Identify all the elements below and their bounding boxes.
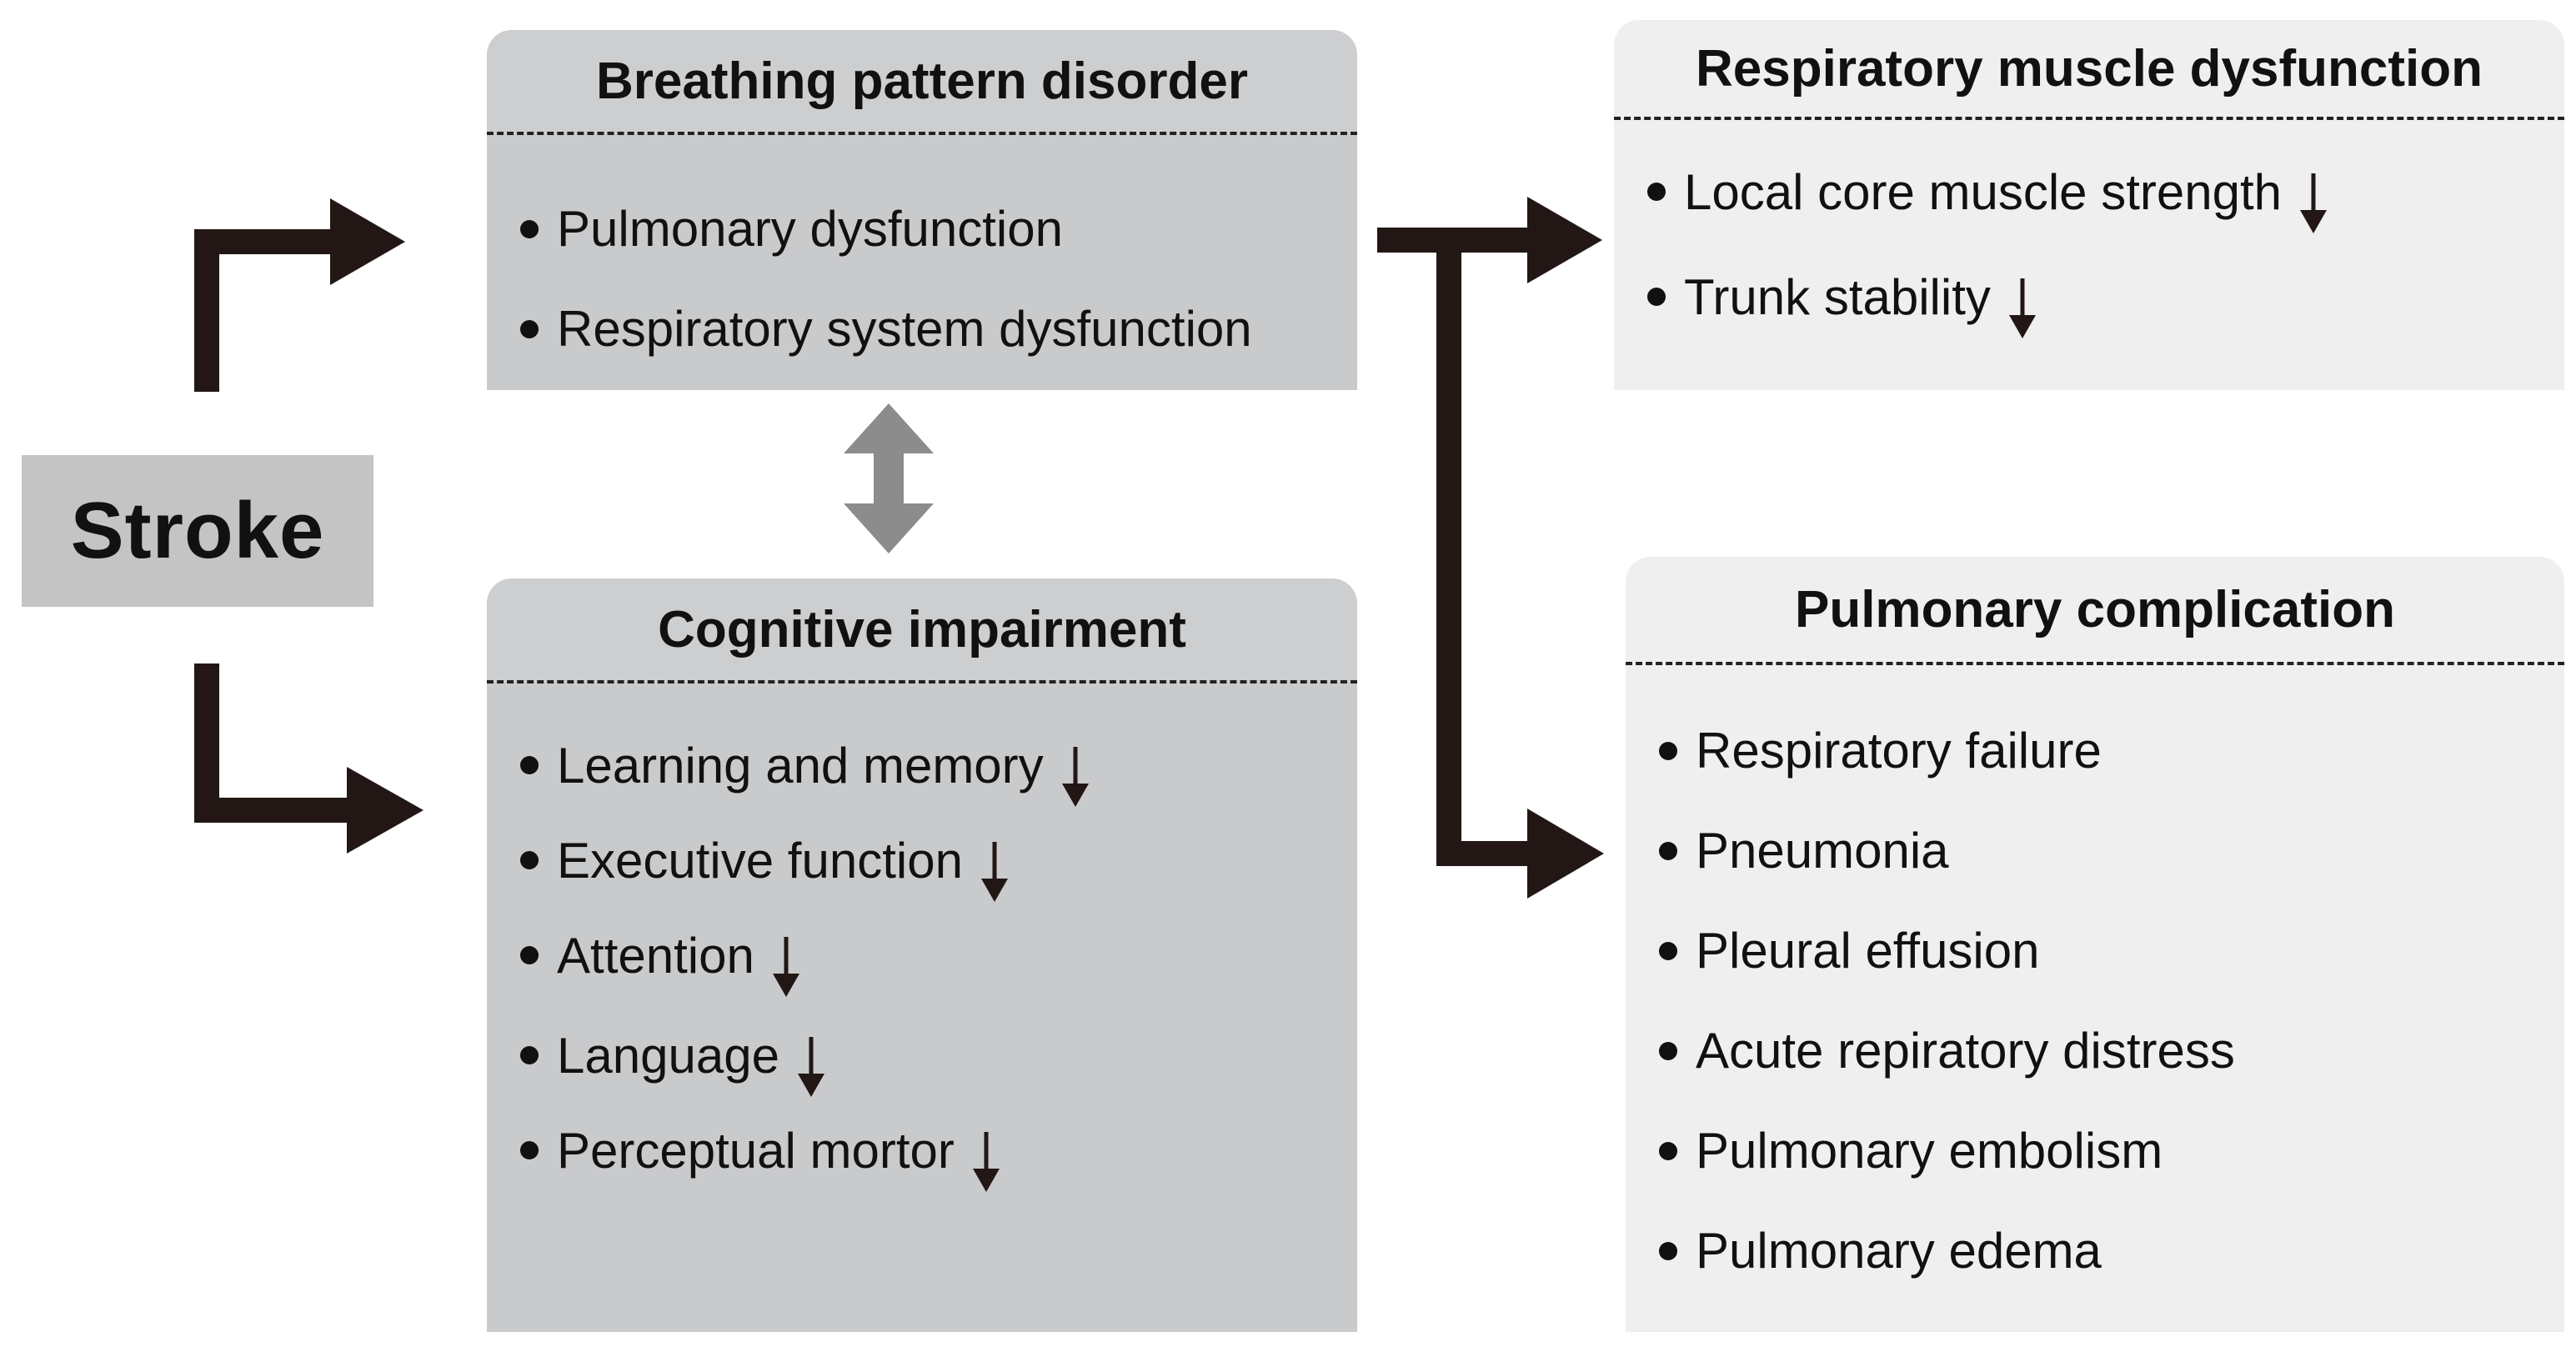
down-arrow-icon	[797, 1037, 824, 1097]
respiratory-muscle-title-text: Respiratory muscle dysfunction	[1695, 39, 2483, 98]
list-item-label: Pulmonary edema	[1696, 1223, 2102, 1279]
list-item-label: Pulmonary embolism	[1696, 1123, 2163, 1179]
breathing-pattern-title: Breathing pattern disorder	[487, 30, 1357, 135]
bullet-icon	[1659, 841, 1677, 860]
respiratory-muscle-title: Respiratory muscle dysfunction	[1614, 20, 2564, 120]
cognitive-impairment-title: Cognitive impairment	[487, 578, 1357, 684]
down-arrow-icon	[980, 842, 1008, 902]
list-item: Acute repiratory distress	[1659, 1022, 2235, 1079]
down-arrow-icon	[972, 1132, 1000, 1192]
bidirectional-arrow	[844, 403, 934, 553]
bullet-icon	[1659, 741, 1677, 760]
list-item: Attention	[520, 925, 803, 997]
bullet-icon	[520, 219, 539, 238]
bullet-icon	[1659, 1141, 1677, 1160]
down-arrow-icon	[772, 937, 799, 997]
list-item-label: Pulmonary dysfunction	[557, 201, 1063, 257]
list-item: Pleural effusion	[1659, 922, 2040, 979]
list-item-label: Language	[557, 1027, 779, 1084]
cognitive-impairment-title-text: Cognitive impairment	[658, 600, 1186, 658]
list-item: Pulmonary embolism	[1659, 1122, 2163, 1179]
bullet-icon	[520, 319, 539, 338]
bullet-icon	[520, 1141, 539, 1159]
list-item: Learning and memory	[520, 735, 1092, 807]
bullet-icon	[1647, 288, 1666, 306]
list-item-label: Pneumonia	[1696, 823, 1949, 879]
list-item-label: Local core muscle strength	[1684, 163, 2283, 220]
down-arrow-icon	[2300, 173, 2328, 233]
list-item: Local core muscle strength	[1647, 162, 2330, 233]
bullet-icon	[1659, 1041, 1677, 1060]
down-arrow-icon	[1061, 747, 1089, 807]
list-item: Pulmonary edema	[1659, 1222, 2102, 1279]
arrowhead-cognitive	[347, 767, 423, 854]
list-item: Respiratory failure	[1659, 722, 2102, 779]
list-item-label: Respiratory system dysfunction	[557, 301, 1252, 357]
pulmonary-complication-title: Pulmonary complication	[1626, 557, 2564, 665]
pulmonary-complication-title-text: Pulmonary complication	[1794, 580, 2396, 638]
arrow-stroke-to-breathing	[194, 229, 333, 392]
bullet-icon	[520, 946, 539, 964]
bullet-icon	[520, 851, 539, 869]
list-item-label: Pleural effusion	[1696, 923, 2040, 979]
list-item-label: Perceptual mortor	[557, 1122, 955, 1179]
list-item: Respiratory system dysfunction	[520, 300, 1252, 358]
stroke-box: Stroke	[22, 455, 373, 607]
bullet-icon	[1659, 941, 1677, 960]
list-item-label: Trunk stability	[1684, 268, 1991, 325]
pulmonary-complication-panel: Pulmonary complication Respiratory failu…	[1626, 557, 2564, 1332]
stroke-label: Stroke	[70, 486, 325, 575]
arrow-breathing-to-pulmonary	[1436, 240, 1534, 866]
list-item-label: Acute repiratory distress	[1696, 1023, 2235, 1079]
breathing-pattern-panel: Breathing pattern disorder Pulmonary dys…	[487, 30, 1357, 390]
arrowhead-pulmonary	[1527, 809, 1604, 899]
list-item: Pneumonia	[1659, 822, 1949, 879]
list-item-label: Respiratory failure	[1696, 723, 2102, 779]
arrow-stroke-to-cognitive	[194, 663, 350, 823]
arrowhead-muscle	[1527, 197, 1602, 283]
bullet-icon	[520, 1046, 539, 1064]
breathing-pattern-title-text: Breathing pattern disorder	[596, 52, 1248, 110]
arrowhead-breathing	[330, 198, 405, 285]
list-item: Language	[520, 1025, 828, 1097]
bullet-icon	[1659, 1241, 1677, 1260]
respiratory-muscle-panel: Respiratory muscle dysfunction Local cor…	[1614, 20, 2564, 390]
bullet-icon	[520, 756, 539, 774]
list-item: Trunk stability	[1647, 267, 2039, 338]
cognitive-impairment-panel: Cognitive impairment Learning and memory…	[487, 578, 1357, 1332]
list-item-label: Attention	[557, 927, 754, 984]
list-item: Executive function	[520, 830, 1011, 902]
down-arrow-icon	[2008, 278, 2036, 338]
bullet-icon	[1647, 183, 1666, 201]
list-item: Perceptual mortor	[520, 1120, 1003, 1192]
list-item-label: Executive function	[557, 832, 963, 889]
list-item-label: Learning and memory	[557, 737, 1044, 794]
list-item: Pulmonary dysfunction	[520, 200, 1063, 258]
